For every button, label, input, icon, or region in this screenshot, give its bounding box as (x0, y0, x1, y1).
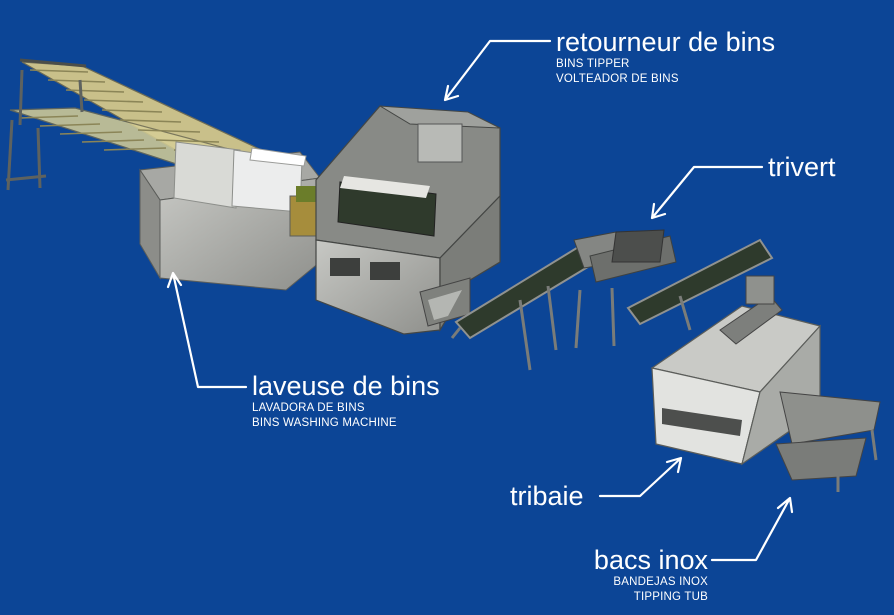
bin-tipper-subtitle-es: VOLTEADOR DE BINS (556, 73, 679, 85)
trivert-machine (450, 229, 774, 371)
bin-tipper-title: retourneur de bins (556, 27, 776, 57)
arrow-trivert (650, 165, 764, 220)
arrow-stainless-tubs (710, 496, 794, 562)
tribaie-title: tribaie (510, 481, 584, 511)
bin-washer-subtitle-es: LAVADORA DE BINS (252, 402, 365, 414)
stainless-tubs-subtitle-es: BANDEJAS INOX (613, 576, 708, 588)
pointer-arrows (166, 39, 794, 562)
arrow-bin-washer (166, 271, 248, 389)
label-stainless-tubs: bacs inox BANDEJAS INOX TIPPING TUB (592, 545, 708, 605)
bin-washer-machine (139, 141, 327, 291)
stainless-tubs-title: bacs inox (593, 545, 708, 575)
bin-washer-title: laveuse de bins (252, 371, 440, 401)
label-tribaie: tribaie (510, 481, 584, 511)
arrow-bin-tipper (443, 39, 552, 102)
bin-washer-subtitle-en: BINS WASHING MACHINE (252, 417, 397, 429)
trivert-title: trivert (768, 152, 836, 182)
bin-tipper-subtitle-en: BINS TIPPER (556, 58, 630, 70)
label-bin-tipper: retourneur de bins BINS TIPPER VOLTEADOR… (556, 27, 775, 87)
stainless-tubs-subtitle-en: TIPPING TUB (633, 591, 708, 603)
label-bin-washer: laveuse de bins LAVADORA DE BINS BINS WA… (252, 371, 440, 431)
tribaie-machine (650, 275, 881, 492)
label-trivert: trivert (768, 152, 836, 182)
bin-tipper-machine (315, 105, 501, 335)
arrow-tribaie (598, 456, 683, 498)
